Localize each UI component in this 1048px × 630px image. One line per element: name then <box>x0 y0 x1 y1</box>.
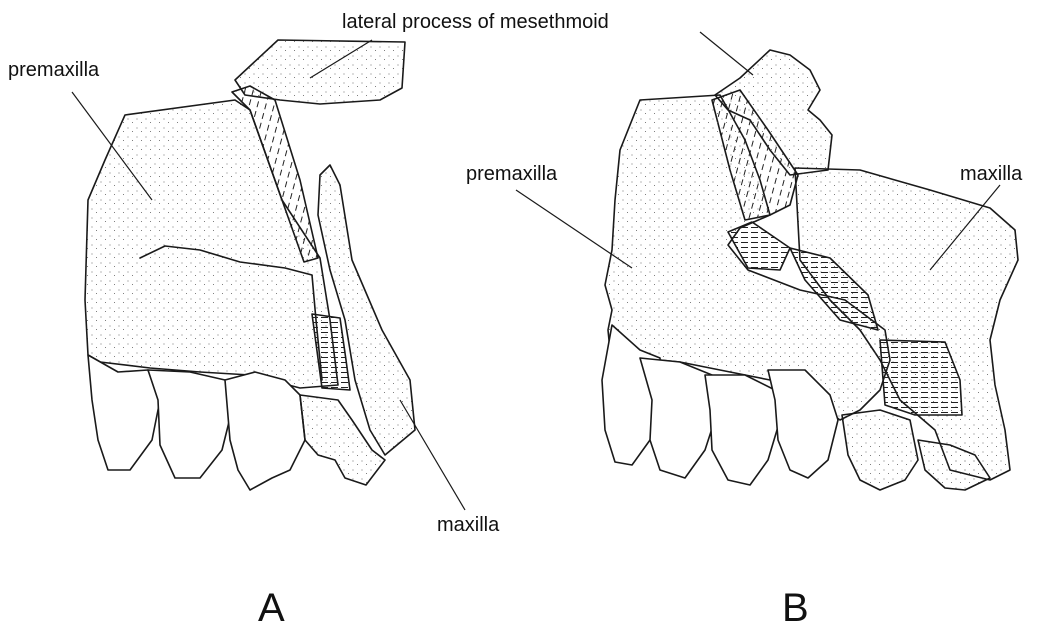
leader-maxilla-a <box>400 400 465 510</box>
tooth-a-3 <box>225 372 305 490</box>
tooth-b-3 <box>705 375 780 485</box>
leader-mesethmoid-b <box>700 32 753 75</box>
panel-a-drawing <box>85 40 415 490</box>
panel-b-drawing <box>602 50 1018 490</box>
label-premaxilla-a: premaxilla <box>8 60 99 80</box>
premaxilla-bone-a <box>85 100 338 388</box>
panel-letter-a: A <box>258 588 285 628</box>
tooth-a-2 <box>148 370 232 478</box>
label-maxilla-a: maxilla <box>437 515 499 535</box>
label-premaxilla-b: premaxilla <box>466 164 557 184</box>
label-lateral-process: lateral process of mesethmoid <box>342 12 609 32</box>
panel-letter-b: B <box>782 588 809 628</box>
label-maxilla-b: maxilla <box>960 164 1022 184</box>
tooth-b-5 <box>842 410 918 490</box>
